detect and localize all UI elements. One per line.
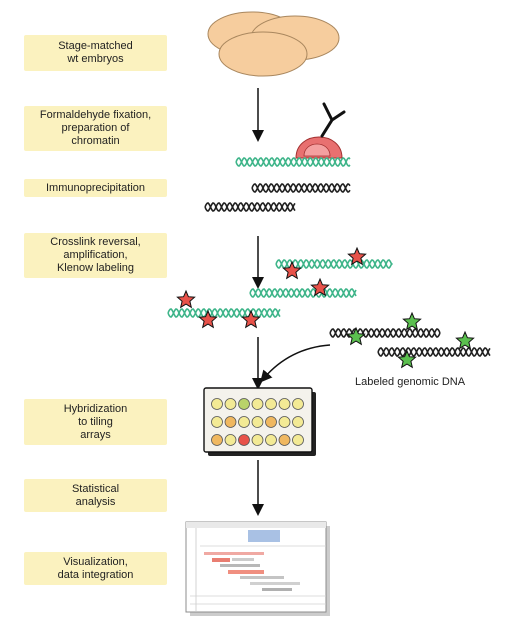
array-spot bbox=[251, 416, 264, 428]
array-spot bbox=[292, 398, 304, 410]
label-star bbox=[198, 309, 218, 329]
dna-strand bbox=[377, 347, 491, 357]
array-spot bbox=[292, 416, 304, 428]
array-spot bbox=[251, 398, 264, 410]
dna-strand bbox=[329, 328, 441, 338]
label-star bbox=[176, 289, 196, 309]
label-star bbox=[397, 349, 417, 369]
embryo-icons bbox=[207, 11, 340, 77]
array-spot bbox=[238, 416, 250, 428]
genome-browser-thumbnail bbox=[185, 521, 330, 616]
array-spot bbox=[292, 434, 304, 446]
array-spot bbox=[224, 416, 237, 428]
label-star bbox=[282, 260, 302, 280]
flow-arrows bbox=[252, 88, 331, 516]
array-spot bbox=[238, 434, 250, 446]
dna-strand bbox=[249, 288, 357, 298]
array-spot bbox=[265, 398, 277, 410]
step-box-visualization: Visualization, data integration bbox=[24, 552, 167, 585]
dna-strand bbox=[204, 202, 296, 212]
array-spot bbox=[224, 398, 237, 410]
array-spot bbox=[211, 398, 223, 410]
label-star bbox=[455, 330, 475, 350]
step-box-fixation: Formaldehyde fixation, preparation of ch… bbox=[24, 106, 167, 151]
step-box-immunoprecipitation: Immunoprecipitation bbox=[24, 179, 167, 197]
array-spot bbox=[211, 416, 223, 428]
array-spot bbox=[265, 434, 277, 446]
array-spot bbox=[238, 398, 250, 410]
array-spot bbox=[265, 416, 277, 428]
antibody-protein-complex bbox=[295, 102, 346, 159]
label-star bbox=[402, 311, 422, 331]
tiling-array bbox=[203, 387, 316, 456]
array-spot bbox=[278, 434, 291, 446]
label-star bbox=[347, 246, 367, 266]
label-stars bbox=[176, 246, 475, 369]
dna-strand bbox=[251, 183, 351, 193]
dna-strand bbox=[204, 202, 296, 212]
step-box-crosslink-reversal: Crosslink reversal, amplification, Kleno… bbox=[24, 233, 167, 278]
dna-strand bbox=[235, 157, 351, 167]
dna-strand bbox=[167, 308, 281, 318]
array-spot bbox=[278, 398, 291, 410]
step-box-statistical-analysis: Statistical analysis bbox=[24, 479, 167, 512]
dna-fragments bbox=[167, 157, 491, 357]
array-spot bbox=[224, 434, 237, 446]
dna-strand bbox=[235, 157, 351, 167]
array-spot bbox=[278, 416, 291, 428]
step-box-embryos: Stage-matched wt embryos bbox=[24, 35, 167, 71]
label-star bbox=[346, 326, 366, 346]
label-star bbox=[310, 277, 330, 297]
array-spot bbox=[251, 434, 264, 446]
dna-strand bbox=[275, 259, 393, 269]
genomic-dna-label: Labeled genomic DNA bbox=[355, 376, 466, 388]
label-star bbox=[241, 309, 261, 329]
step-box-hybridization: Hybridization to tiling arrays bbox=[24, 399, 167, 445]
array-spot bbox=[211, 434, 223, 446]
